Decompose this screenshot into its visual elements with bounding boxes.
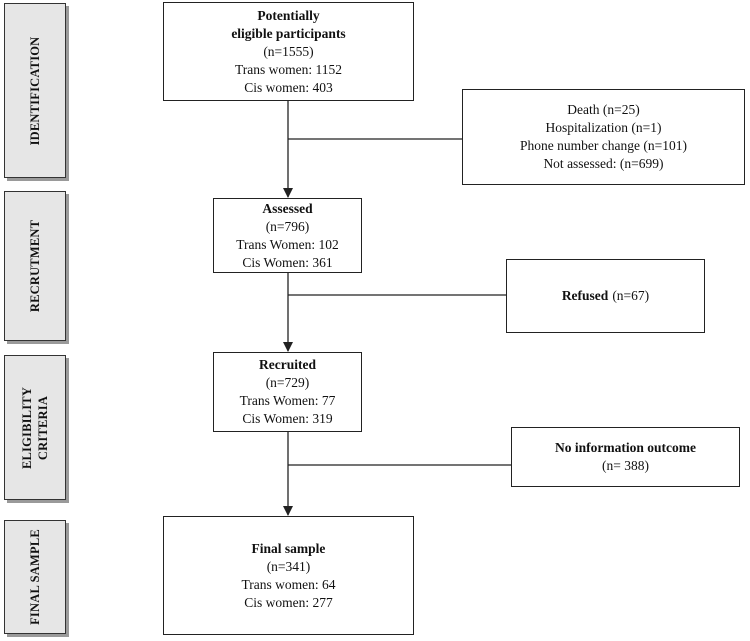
stage-recruitment: RECRUTMENT — [4, 191, 66, 341]
box-recruited: Recruited (n=729) Trans Women: 77 Cis Wo… — [213, 352, 362, 432]
box-trans-women: Trans Women: 77 — [239, 393, 336, 408]
stage-label-line-1: ELIGIBILITY — [20, 386, 34, 469]
box-cis-women: Cis women: 403 — [244, 79, 333, 95]
box-title: Final sample — [251, 540, 326, 556]
box-count: (n= 388) — [602, 458, 649, 473]
box-losses: Death (n=25) Hospitalization (n=1) Phone… — [462, 89, 745, 185]
box-title: Recruited — [259, 357, 316, 372]
box-potentially-eligible: Potentially eligible participants (n=155… — [163, 2, 414, 101]
box-title: Assessed — [262, 200, 313, 216]
stage-label: RECRUTMENT — [28, 219, 42, 313]
box-count: (n=729) — [265, 375, 310, 390]
box-assessed: Assessed (n=796) Trans Women: 102 Cis Wo… — [213, 198, 362, 273]
box-count: (n=1555) — [263, 43, 314, 59]
box-count: (n=67) — [612, 288, 650, 303]
stage-label: FINAL SAMPLE — [28, 529, 42, 625]
box-cis-women: Cis women: 277 — [244, 594, 333, 610]
box-trans-women: Trans women: 64 — [241, 576, 336, 592]
stage-eligibility-criteria: ELIGIBILITY CRITERIA — [4, 355, 66, 500]
box-trans-women: Trans Women: 102 — [236, 236, 339, 252]
box-title-line-2: eligible participants — [231, 25, 346, 41]
stage-final-sample: FINAL SAMPLE — [4, 520, 66, 634]
loss-phone-change: Phone number change (n=101) — [520, 138, 687, 153]
loss-not-assessed: Not assessed: (n=699) — [543, 156, 664, 171]
box-count: (n=796) — [265, 218, 310, 234]
box-cis-women: Cis Women: 361 — [242, 254, 333, 270]
box-refused: Refused (n=67) — [506, 259, 705, 333]
box-cis-women: Cis Women: 319 — [242, 411, 333, 426]
loss-death: Death (n=25) — [567, 102, 640, 117]
stage-label: IDENTIFICATION — [28, 36, 42, 145]
stage-identification: IDENTIFICATION — [4, 3, 66, 178]
box-title: No information outcome — [555, 440, 696, 455]
box-trans-women: Trans women: 1152 — [234, 61, 342, 77]
box-count: (n=341) — [266, 558, 311, 574]
loss-hospitalization: Hospitalization (n=1) — [545, 120, 662, 135]
stage-label-line-2: CRITERIA — [36, 395, 50, 460]
box-no-information: No information outcome (n= 388) — [511, 427, 740, 487]
box-final-sample: Final sample (n=341) Trans women: 64 Cis… — [163, 516, 414, 635]
box-title: Refused — [561, 288, 609, 303]
box-title-line-1: Potentially — [257, 7, 320, 23]
